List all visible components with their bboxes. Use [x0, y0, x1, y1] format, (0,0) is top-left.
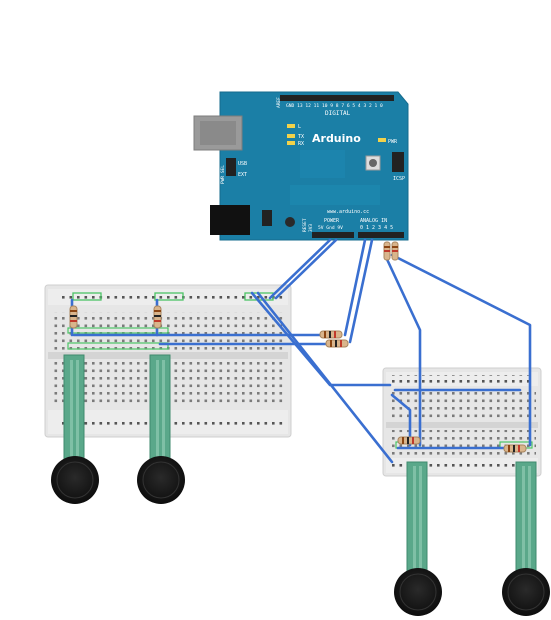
fsr-sensor-3 — [394, 461, 442, 616]
resistor — [325, 339, 349, 348]
analog-label: ANALOG IN — [360, 218, 387, 224]
reset-label: RESET — [302, 218, 308, 232]
arduino-board: Arduino DIGITAL GND 13 12 11 10 9 8 7 6 … — [193, 91, 409, 241]
power-pin-labels: 5V Gnd 9V — [318, 225, 343, 231]
usb-label: USB — [238, 161, 247, 167]
resistor — [503, 444, 527, 453]
led-rx-label: RX — [298, 141, 304, 147]
breadboard-right — [382, 367, 542, 477]
resistor — [319, 330, 343, 339]
fsr-sensor-2 — [137, 354, 185, 504]
aref-label: AREF — [276, 97, 282, 108]
pwr-sel-label: PWR SEL — [220, 165, 226, 184]
led-l-label: L — [298, 124, 301, 130]
analog-pin-labels: 0 1 2 3 4 5 — [360, 225, 393, 231]
fsr-sensor-1 — [51, 354, 99, 504]
power-label: POWER — [324, 218, 340, 224]
power-jack — [210, 205, 250, 235]
website-label: www.arduino.cc — [327, 209, 369, 215]
v33-label: 3V3 — [308, 224, 314, 232]
icsp-label: ICSP — [393, 176, 405, 182]
resistor — [383, 241, 391, 261]
digital-label: DIGITAL — [325, 110, 351, 117]
led-tx-label: TX — [298, 134, 304, 140]
digital-pin-labels: GND 13 12 11 10 9 8 7 6 5 4 3 2 1 0 — [286, 103, 383, 109]
icsp-header — [392, 152, 404, 172]
ext-label: EXT — [238, 172, 247, 178]
wires — [70, 238, 532, 464]
resistor — [397, 436, 421, 445]
pwr-led-label: PWR — [388, 139, 398, 145]
resistors — [69, 241, 527, 453]
arduino-title: Arduino — [312, 132, 361, 145]
fsr-sensor-4 — [502, 461, 550, 616]
resistor — [69, 305, 78, 329]
resistor — [153, 305, 162, 329]
resistor — [391, 241, 399, 261]
